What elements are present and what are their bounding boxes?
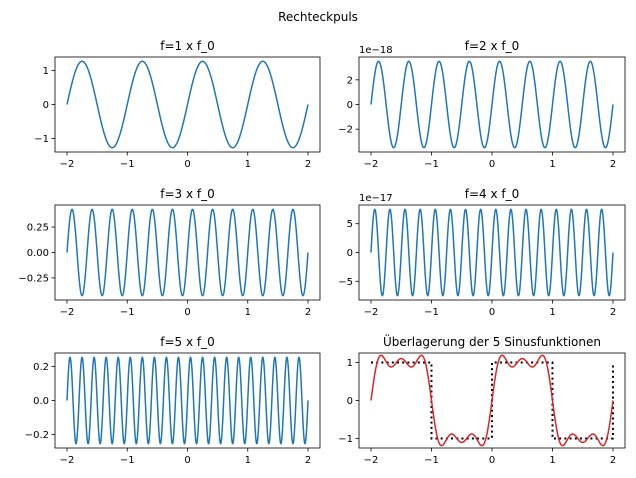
x-tick-label: 0 (184, 307, 190, 318)
x-tick-label: 1 (549, 455, 555, 466)
x-tick-label: 1 (245, 159, 251, 170)
subplot-title: f=3 x f_0 (160, 187, 215, 201)
subplot-title: f=1 x f_0 (160, 39, 215, 53)
figure-title: Rechteckpuls (278, 10, 358, 24)
y-tick-label: 0 (347, 100, 353, 111)
y-tick-label: 0.0 (33, 396, 49, 407)
x-tick-label: 0 (184, 159, 190, 170)
x-tick-label: −2 (60, 159, 75, 170)
y-tick-label: −0.25 (18, 273, 49, 284)
x-tick-label: 0 (489, 307, 495, 318)
x-tick-label: 1 (245, 307, 251, 318)
series-group (66, 60, 309, 149)
sine-line (66, 60, 309, 149)
y-tick-label: 5 (347, 219, 353, 230)
subplot-title: Überlagerung der 5 Sinusfunktionen (383, 333, 601, 349)
y-tick-label: 0 (347, 248, 353, 259)
x-tick-label: 0 (489, 455, 495, 466)
x-tick-label: 1 (549, 307, 555, 318)
x-tick-label: −1 (120, 159, 135, 170)
x-tick-label: 0 (184, 455, 190, 466)
x-tick-label: 1 (245, 455, 251, 466)
x-tick-label: 2 (305, 159, 311, 170)
y-tick-label: 0 (43, 100, 49, 111)
y-tick-label: 0.25 (27, 223, 49, 234)
x-tick-label: 2 (305, 307, 311, 318)
subplot-5: f=5 x f_0 −2 −1 0 1 2 −0.2 0.0 0.2 (25, 335, 321, 466)
x-tick-label: −1 (120, 455, 135, 466)
x-tick-label: 0 (489, 159, 495, 170)
x-tick-label: −2 (364, 159, 379, 170)
y-tick-label: 0.2 (33, 362, 49, 373)
series-group (370, 208, 614, 297)
y-tick-label: 0.00 (27, 248, 49, 259)
y-tick-label: −5 (338, 277, 353, 288)
series-group (66, 356, 309, 445)
sine-line (66, 208, 309, 297)
y-tick-label: 1 (347, 358, 353, 369)
x-tick-label: −1 (424, 159, 439, 170)
x-tick-label: 2 (610, 159, 616, 170)
y-offset-label: 1e−17 (359, 193, 393, 204)
x-tick-label: 2 (610, 455, 616, 466)
subplot-grid: f=1 x f_0 −2 −1 0 1 2 −1 0 1 f=2 x f_0 −2 −1 0 1 2 −2 0 2… (18, 39, 626, 466)
subplot-title: f=5 x f_0 (160, 335, 215, 349)
x-tick-label: −1 (120, 307, 135, 318)
subplot-4: f=4 x f_0 −2 −1 0 1 2 −5 0 5 1e−17 (338, 187, 626, 318)
y-tick-label: 1 (43, 66, 49, 77)
x-tick-label: 2 (610, 307, 616, 318)
y-tick-label: −1 (338, 434, 353, 445)
x-tick-label: −1 (424, 455, 439, 466)
subplot-title: f=4 x f_0 (465, 187, 520, 201)
series-group (370, 354, 614, 447)
sine-line (370, 208, 614, 297)
x-tick-label: 1 (549, 159, 555, 170)
y-tick-label: 2 (347, 75, 353, 86)
subplot-2: f=2 x f_0 −2 −1 0 1 2 −2 0 2 1e−18 (338, 39, 626, 170)
x-tick-label: −2 (60, 455, 75, 466)
sine-line (66, 356, 309, 445)
x-tick-label: −2 (364, 307, 379, 318)
series-group (370, 60, 614, 149)
y-offset-label: 1e−18 (359, 45, 393, 56)
x-tick-label: −1 (424, 307, 439, 318)
fourier-sum-line (370, 354, 614, 447)
x-tick-label: 2 (305, 455, 311, 466)
x-tick-label: −2 (60, 307, 75, 318)
sine-line (370, 60, 614, 149)
subplot-6: Überlagerung der 5 Sinusfunktionen −2 −1 0 1… (338, 333, 626, 466)
subplot-3: f=3 x f_0 −2 −1 0 1 2 −0.25 0.00 0.25 (18, 187, 321, 318)
series-group (66, 208, 309, 297)
y-tick-label: 0 (347, 396, 353, 407)
y-tick-label: −1 (34, 134, 49, 145)
y-tick-label: −0.2 (25, 430, 49, 441)
y-tick-label: −2 (338, 125, 353, 136)
x-tick-label: −2 (364, 455, 379, 466)
subplot-title: f=2 x f_0 (465, 39, 520, 53)
subplot-1: f=1 x f_0 −2 −1 0 1 2 −1 0 1 (34, 39, 321, 170)
